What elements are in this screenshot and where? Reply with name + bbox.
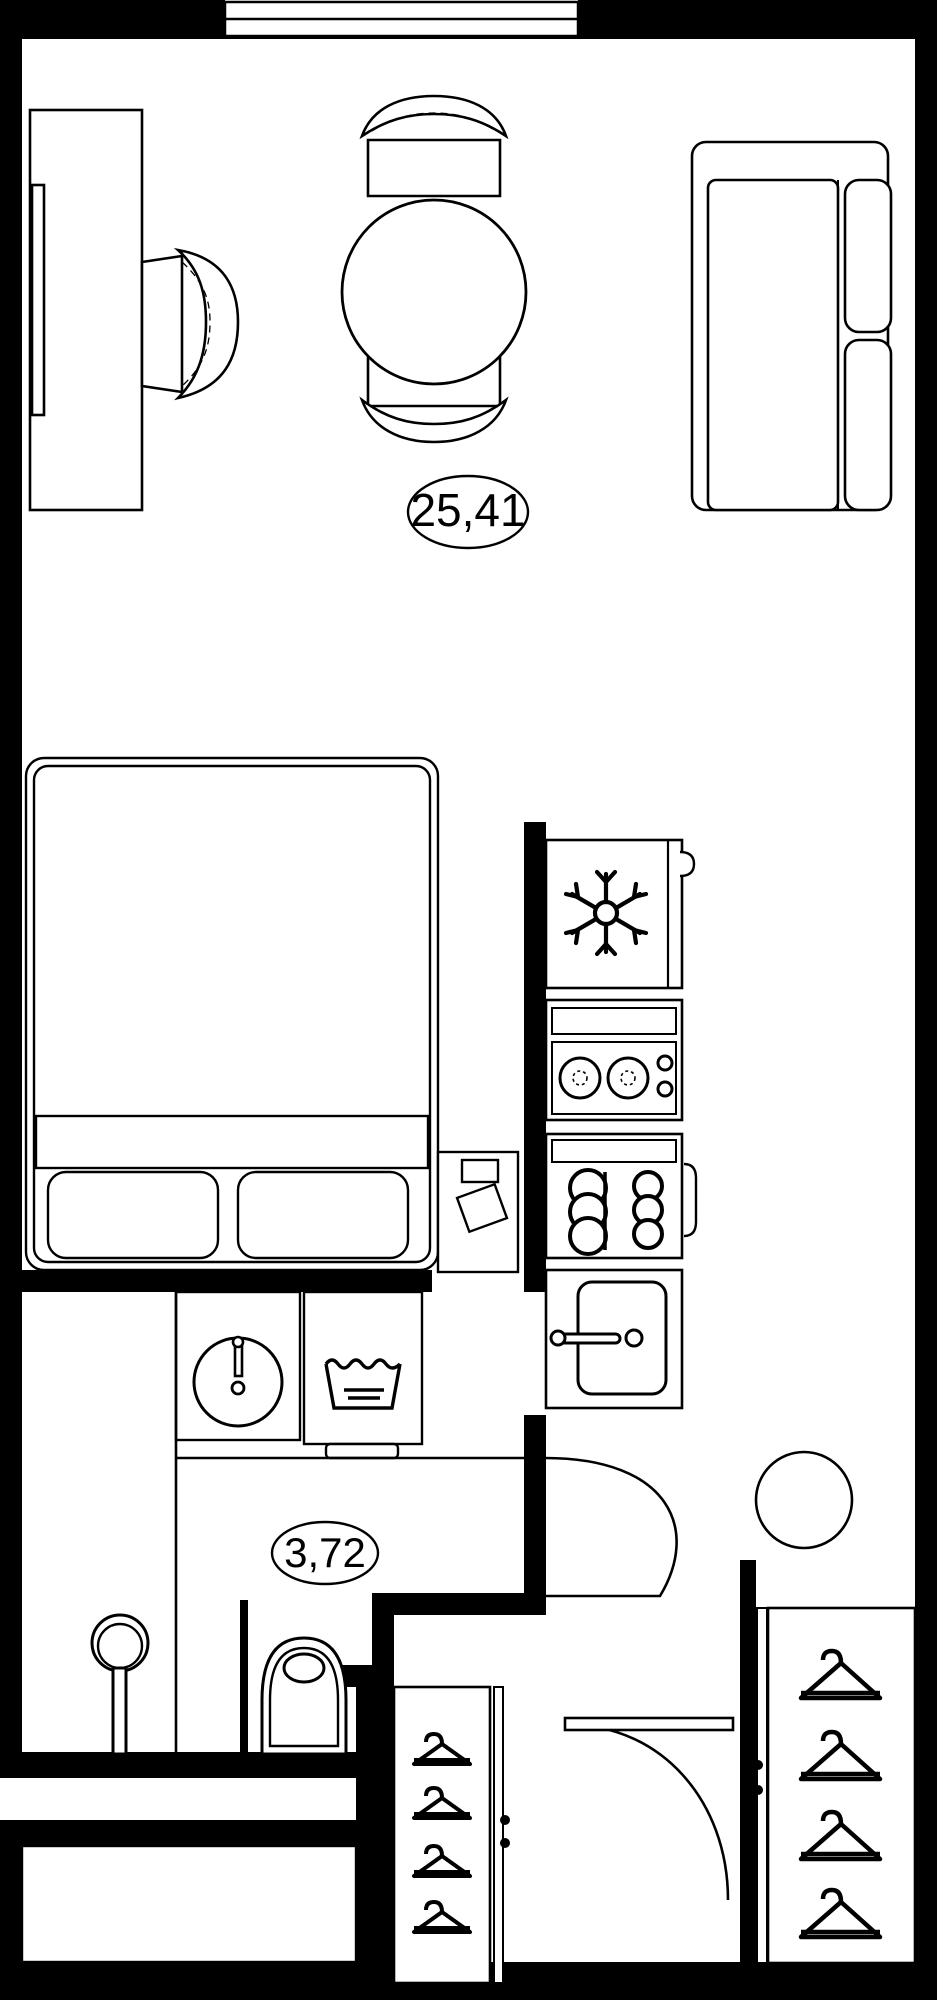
pillow-right (236, 1170, 410, 1260)
cooktop-side-handle (683, 1162, 698, 1238)
hanger-icon-group-left (412, 1732, 472, 1934)
area-label-ellipse-bath (270, 1520, 380, 1586)
faucet-icon (549, 1328, 644, 1348)
hanger-icon (798, 1648, 883, 1701)
laundry-tub-icon (324, 1358, 402, 1410)
oven-hob-right (606, 1056, 650, 1100)
dining-table (340, 198, 528, 386)
washer-foot (324, 1442, 400, 1460)
bathroom-curved-partition (174, 1292, 678, 1752)
window-top (223, 0, 580, 38)
wall-left-lower (0, 1820, 22, 2000)
nightstand (436, 1150, 520, 1274)
wall-lower-divider (0, 1820, 372, 1846)
hanger-icon (798, 1887, 883, 1940)
closet-left (392, 1685, 510, 1985)
toilet-bowl-inner (268, 1646, 340, 1748)
hanger-icon-group-right (798, 1648, 883, 1940)
lower-left-space (20, 1844, 358, 1964)
wall-kitchen-left (524, 822, 546, 1292)
wall-kitchen-bottom-stub (524, 1415, 546, 1615)
closet-right (753, 1606, 917, 1965)
toilet-divider-wall (240, 1600, 248, 1755)
dining-set (340, 94, 528, 444)
fridge-handle (679, 850, 696, 878)
hanger-icon (798, 1809, 883, 1862)
washing-machine (302, 1290, 424, 1460)
round-stool (754, 1450, 854, 1550)
wall-top-right (578, 0, 937, 38)
snowflake-icon (563, 869, 649, 957)
hanger-icon (412, 1844, 472, 1878)
closet-right-hinge-top (753, 1760, 763, 1770)
wall-left-outer (0, 0, 22, 1752)
toilet (260, 1636, 348, 1756)
wall-top-left (0, 0, 225, 38)
wall-bathroom-top (0, 1270, 432, 1292)
area-label-living-room: 25,41 (406, 474, 530, 550)
refrigerator (544, 838, 696, 990)
area-label-bathroom-value: 3,72 (284, 1529, 366, 1576)
shower (90, 1613, 150, 1756)
wall-closet-right-bottom (740, 1962, 937, 2000)
door-leaf[interactable] (563, 1716, 735, 1732)
hanger-icon (412, 1732, 472, 1766)
shower-drain-line (111, 1666, 128, 1756)
burner-small (632, 1170, 664, 1250)
wall-bathroom-bottom (0, 1752, 380, 1778)
toilet-tank (282, 1652, 326, 1684)
closet-left-hinge-bottom (500, 1838, 510, 1848)
hanger-icon (412, 1786, 472, 1820)
hanger-icon (412, 1900, 472, 1934)
kitchen-sink (544, 1268, 684, 1410)
oven-knob-top[interactable] (656, 1054, 674, 1072)
oven-hob-left (558, 1056, 602, 1100)
area-label-ellipse (406, 474, 530, 550)
wall-right-outer (915, 0, 937, 2000)
sink-drain (230, 1380, 246, 1396)
bed-blanket-edge (34, 1114, 430, 1170)
double-bed (24, 756, 440, 1272)
wall-closet-left-side (356, 1665, 394, 2000)
area-label-bathroom: 3,72 (270, 1520, 380, 1586)
cooktop (544, 1132, 698, 1260)
wall-closet-right-side (740, 1560, 756, 1982)
oven (544, 998, 684, 1122)
entry-door[interactable] (563, 1716, 735, 1901)
sofa-cushion-bottom (843, 338, 893, 512)
pillow-left (46, 1170, 220, 1260)
closet-left-hinge-top (500, 1815, 510, 1825)
dining-chair-top (359, 94, 509, 198)
sink-tap (233, 1342, 244, 1378)
burner-large (568, 1168, 608, 1256)
sofa (690, 140, 893, 512)
area-label-living-value: 25,41 (410, 484, 525, 536)
desk-chair (140, 247, 240, 401)
closet-right-hinge-bottom (753, 1785, 763, 1795)
oven-knob-bottom[interactable] (656, 1080, 674, 1098)
sofa-cushion-top (843, 178, 893, 334)
wall-hall-bottom (372, 1593, 546, 1615)
desk-counter (28, 108, 144, 512)
hanger-icon (798, 1729, 883, 1782)
closet-left-door[interactable] (493, 1686, 504, 1984)
bathroom-sink (174, 1290, 302, 1442)
